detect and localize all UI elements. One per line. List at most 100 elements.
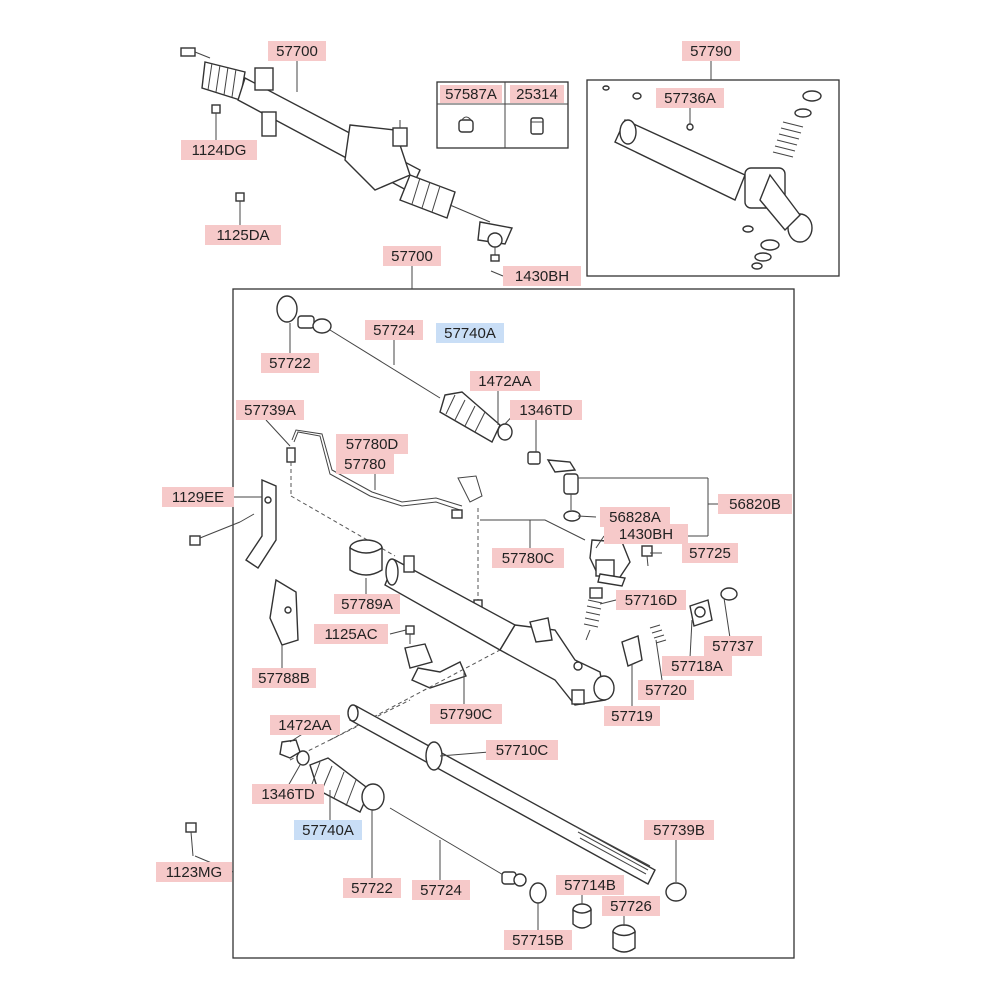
label-1125da: 1125DA xyxy=(205,225,281,245)
svg-text:57722: 57722 xyxy=(269,355,311,372)
label-1124dg: 1124DG xyxy=(181,140,257,160)
bolt-1129ee-drawing xyxy=(189,513,255,546)
tube-57780-drawing xyxy=(291,429,463,511)
svg-text:1346TD: 1346TD xyxy=(519,402,573,419)
svg-text:57714B: 57714B xyxy=(564,877,616,894)
label-57714b: 57714B xyxy=(556,875,624,895)
bolt-1123mg-drawing xyxy=(185,822,197,857)
bushing-57789a-drawing xyxy=(349,539,383,576)
svg-text:1123MG: 1123MG xyxy=(166,864,222,881)
tie-rod-end-56820b-drawing xyxy=(546,459,581,522)
label-1123mg: 1123MG xyxy=(156,862,232,882)
svg-text:1430BH: 1430BH xyxy=(515,268,569,285)
svg-text:1124DG: 1124DG xyxy=(192,142,247,159)
assembly-57790-drawing xyxy=(602,85,822,270)
label-57726: 57726 xyxy=(602,896,660,916)
label-1125ac: 1125AC xyxy=(314,624,388,644)
label-57737: 57737 xyxy=(704,636,762,656)
leader-lines xyxy=(194,61,731,932)
svg-text:1125DA: 1125DA xyxy=(216,227,269,244)
label-57780d: 57780D xyxy=(336,434,408,454)
spring-57720-drawing xyxy=(649,624,667,644)
part-57726-drawing xyxy=(612,924,636,953)
part-labels: 57700 1124DG 1125DA 57587A 25314 57790 5… xyxy=(156,41,792,950)
svg-text:57718A: 57718A xyxy=(671,658,723,675)
valve-housing-drawing xyxy=(589,539,653,587)
svg-text:57725: 57725 xyxy=(689,545,731,562)
svg-text:57700: 57700 xyxy=(391,248,433,265)
svg-text:57789A: 57789A xyxy=(341,596,393,613)
svg-text:57780C: 57780C xyxy=(502,550,555,567)
svg-text:57726: 57726 xyxy=(610,898,652,915)
svg-text:57740A: 57740A xyxy=(302,822,354,839)
label-57739b: 57739B xyxy=(644,820,714,840)
label-57710c: 57710C xyxy=(486,740,558,760)
nut-1472aa-bottom-drawing xyxy=(279,739,301,759)
svg-text:57736A: 57736A xyxy=(664,90,716,107)
label-57719: 57719 xyxy=(604,706,660,726)
clamp-57788b-drawing xyxy=(269,578,299,646)
gear-housing-drawing xyxy=(384,555,615,706)
label-57740a-top: 57740A xyxy=(436,323,504,343)
top-steering-gear-assembly xyxy=(180,47,513,262)
svg-text:57737: 57737 xyxy=(712,638,754,655)
label-57724-bottom: 57724 xyxy=(412,880,470,900)
svg-text:25314: 25314 xyxy=(516,86,558,103)
label-1472aa-top: 1472AA xyxy=(470,371,540,391)
label-57788b: 57788B xyxy=(252,668,316,688)
nut-1346td-bottom-drawing xyxy=(296,750,310,766)
svg-text:57700: 57700 xyxy=(276,43,318,60)
label-57587a: 57587A xyxy=(440,85,502,103)
label-1346td-top: 1346TD xyxy=(510,400,582,420)
tie-rod-57724-top-drawing xyxy=(297,315,441,399)
yoke-57718a-drawing xyxy=(689,599,713,627)
tie-rod-57724-bottom-drawing xyxy=(389,807,527,887)
svg-text:57720: 57720 xyxy=(645,682,687,699)
cap-kit-icon xyxy=(530,117,544,135)
svg-text:1430BH: 1430BH xyxy=(619,526,673,543)
svg-text:56828A: 56828A xyxy=(609,509,661,526)
svg-text:57587A: 57587A xyxy=(445,86,497,103)
main-assembly-frame xyxy=(232,288,795,959)
label-57740a-bottom: 57740A xyxy=(294,820,362,840)
label-57722-top: 57722 xyxy=(261,353,319,373)
tube-57780c-drawing xyxy=(451,475,586,611)
svg-text:1346TD: 1346TD xyxy=(261,786,315,803)
seal-57722-top-drawing xyxy=(276,295,298,323)
svg-text:57790: 57790 xyxy=(690,43,732,60)
assembly-57790-frame xyxy=(586,79,840,277)
svg-text:57715B: 57715B xyxy=(512,932,564,949)
seal-57722-bottom-drawing xyxy=(361,783,385,811)
svg-text:57710C: 57710C xyxy=(496,742,549,759)
svg-text:57780D: 57780D xyxy=(346,436,399,453)
label-1430bh-top: 1430BH xyxy=(503,266,581,286)
tube-57739b-drawing xyxy=(665,882,687,902)
bush-57714b-drawing xyxy=(572,903,592,929)
label-assy-main: 57700 xyxy=(383,246,441,266)
nut-1472aa-top-drawing xyxy=(497,423,513,441)
label-57780: 57780 xyxy=(336,454,394,474)
label-56820b: 56820B xyxy=(718,494,792,514)
rack-57710c-drawing xyxy=(347,704,656,885)
part-57716d-drawing xyxy=(583,587,603,641)
label-57780c: 57780C xyxy=(492,548,564,568)
svg-text:57780: 57780 xyxy=(344,456,386,473)
label-1346td-bottom: 1346TD xyxy=(252,784,324,804)
svg-text:57724: 57724 xyxy=(373,322,415,339)
label-57716d: 57716D xyxy=(616,590,686,610)
svg-text:1125AC: 1125AC xyxy=(324,626,377,643)
label-57720: 57720 xyxy=(638,680,694,700)
label-1472aa-bottom: 1472AA xyxy=(270,715,340,735)
label-56828a: 56828A xyxy=(600,507,670,527)
svg-text:57724: 57724 xyxy=(420,882,462,899)
label-57722-bottom: 57722 xyxy=(343,878,401,898)
bolt-1124dg-drawing xyxy=(211,104,221,132)
svg-text:56820B: 56820B xyxy=(729,496,781,513)
label-1129ee: 1129EE xyxy=(162,487,234,507)
kit-table xyxy=(436,81,569,149)
bolt-1125ac-drawing xyxy=(405,625,415,644)
clip-kit-icon xyxy=(458,116,474,133)
label-1430bh-mid: 1430BH xyxy=(604,524,688,544)
svg-text:57722: 57722 xyxy=(351,880,393,897)
svg-text:57740A: 57740A xyxy=(444,325,496,342)
